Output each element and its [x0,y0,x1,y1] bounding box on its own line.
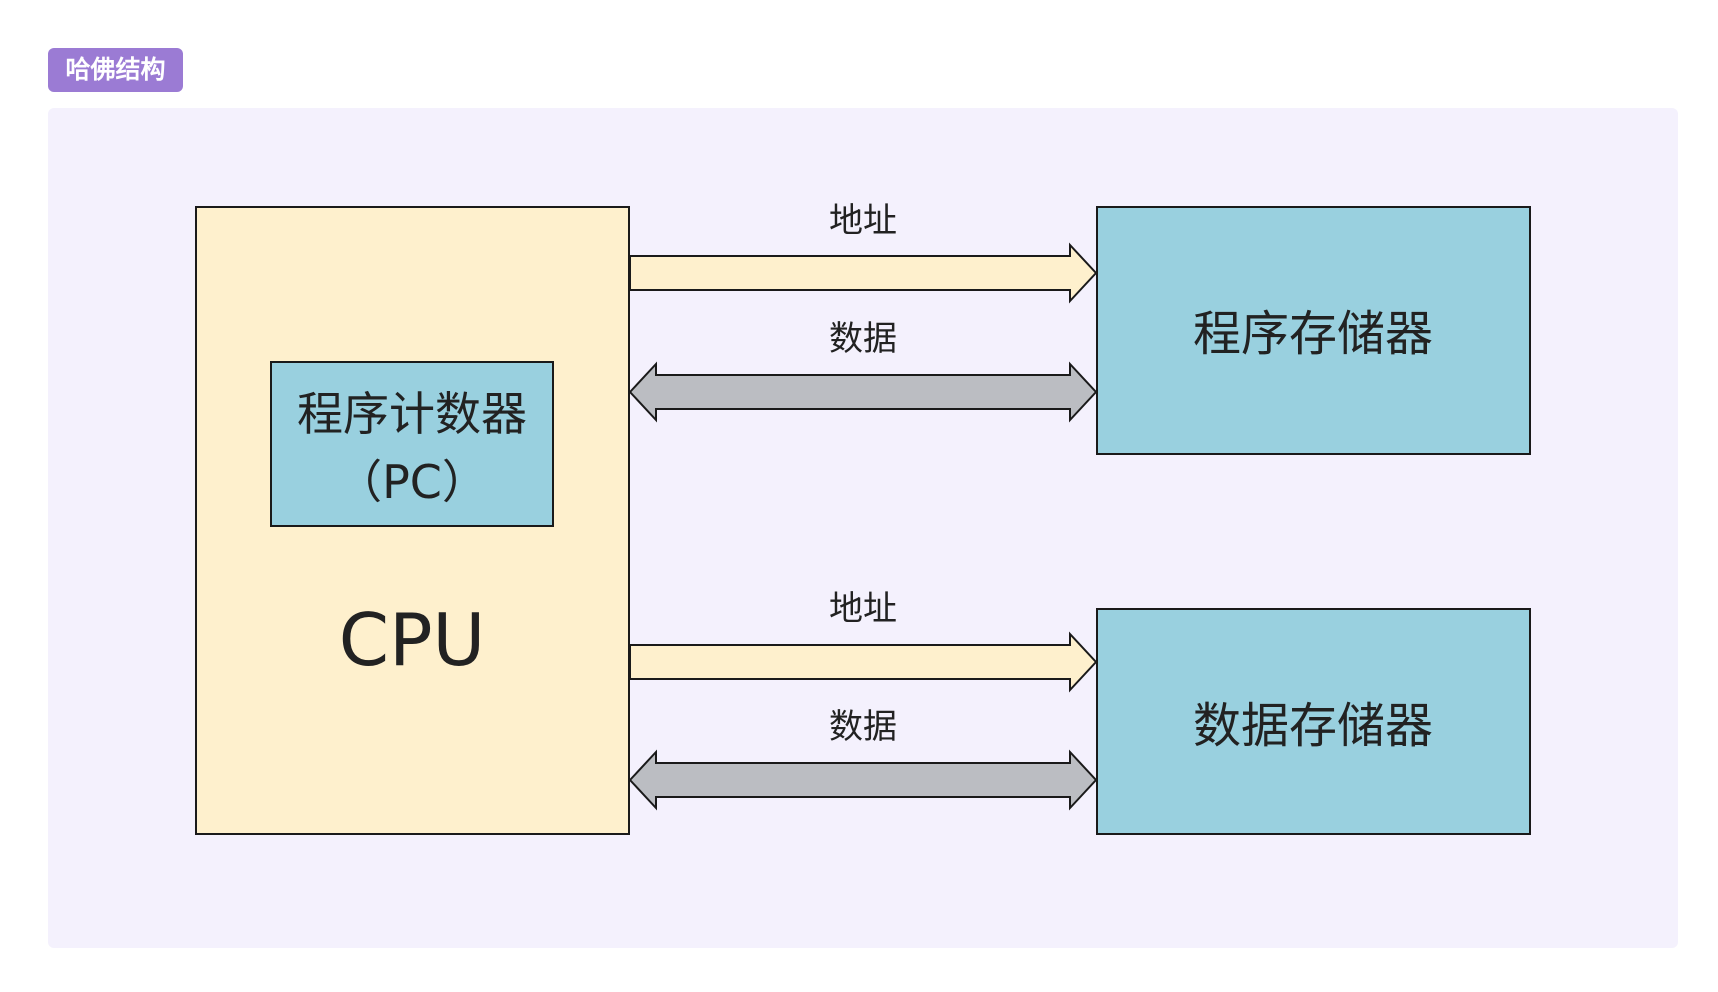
program-address-bus-label: 地址 [829,201,897,241]
program-memory-label: 程序存储器 [1193,306,1433,362]
section-tag: 哈佛结构 [48,48,183,92]
data-address-bus-label: 地址 [829,589,897,629]
program-data-bus-arrow [628,361,1098,423]
program-counter-label: 程序计数器 [297,387,527,441]
program-address-bus-arrow [629,242,1098,304]
cpu-label: CPU [339,598,485,682]
program-data-bus-label: 数据 [829,319,897,359]
cpu-block [195,206,630,835]
program-counter-abbr: （PC） [336,455,488,509]
program-counter-box [270,361,554,527]
data-memory-block [1096,608,1531,835]
data-memory-label: 数据存储器 [1193,698,1433,754]
data-address-bus-arrow [629,631,1098,693]
program-memory-block [1096,206,1531,455]
data-data-bus-label: 数据 [829,707,897,747]
data-data-bus-arrow [628,749,1098,811]
